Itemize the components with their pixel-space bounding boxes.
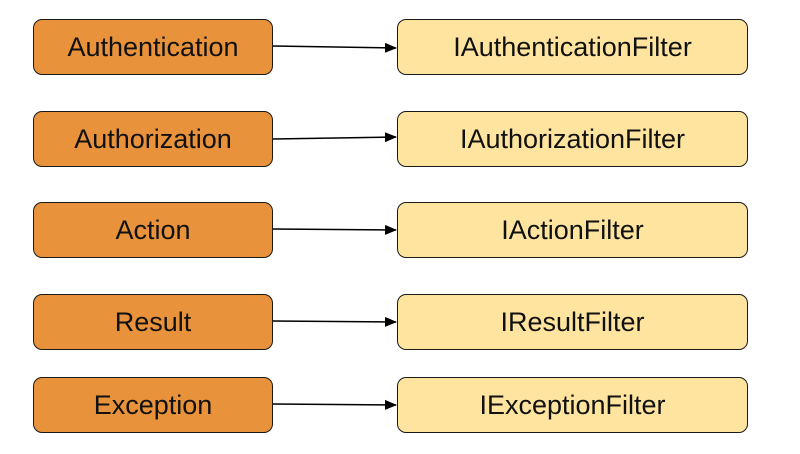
filter-box-iauthenticationfilter: IAuthenticationFilter <box>397 19 748 75</box>
category-box-authentication: Authentication <box>33 19 273 75</box>
filter-box-iresultfilter: IResultFilter <box>397 294 748 350</box>
arrow-authorization <box>272 132 397 143</box>
arrow-authentication <box>272 42 397 53</box>
filter-box-iactionfilter: IActionFilter <box>397 202 748 258</box>
category-box-exception: Exception <box>33 377 273 433</box>
arrow-exception <box>272 399 397 410</box>
filter-box-iexceptionfilter: IExceptionFilter <box>397 377 748 433</box>
filter-box-iauthorizationfilter: IAuthorizationFilter <box>397 111 748 167</box>
category-box-authorization: Authorization <box>33 111 273 167</box>
arrow-result <box>272 316 397 327</box>
category-box-result: Result <box>33 294 273 350</box>
category-box-action: Action <box>33 202 273 258</box>
arrow-action <box>272 224 397 235</box>
